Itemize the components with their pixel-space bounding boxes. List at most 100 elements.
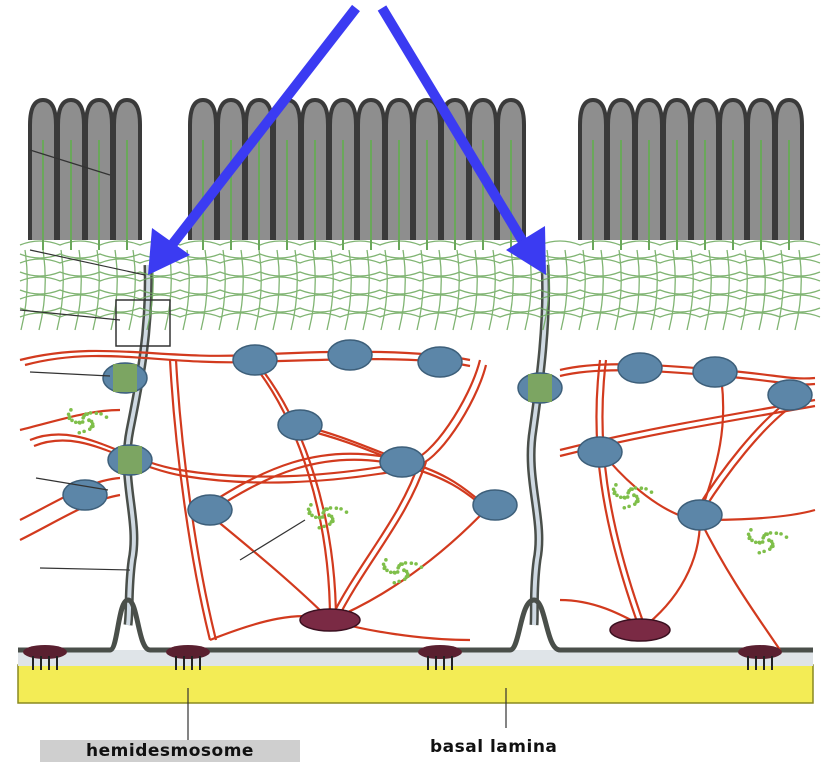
ribosome-dot bbox=[68, 415, 72, 419]
ribosome-dot bbox=[81, 420, 85, 424]
terminal-web bbox=[20, 241, 820, 330]
actin-filament bbox=[20, 290, 820, 294]
ribosome-dot bbox=[775, 531, 779, 535]
desmosome bbox=[328, 340, 372, 370]
ribosome-dot bbox=[410, 561, 414, 565]
ribosome-dot bbox=[613, 490, 617, 494]
ribosome-dot bbox=[627, 489, 631, 493]
actin-filament bbox=[345, 250, 351, 330]
ribosome-dot bbox=[770, 545, 774, 549]
ribosome-dot bbox=[392, 581, 396, 585]
hemidesmosome bbox=[738, 645, 782, 659]
ribosome-dot bbox=[767, 539, 771, 543]
plaque bbox=[610, 619, 670, 641]
actin-filament bbox=[687, 250, 693, 330]
ribosome-dot bbox=[87, 419, 91, 423]
ribosome-dot bbox=[761, 540, 765, 544]
ribosome-dot bbox=[314, 515, 318, 519]
basal-lamina-label: basal lamina bbox=[430, 736, 610, 758]
actin-filament bbox=[20, 308, 820, 312]
intermediate-filament bbox=[330, 460, 420, 620]
actin-filament bbox=[435, 250, 441, 330]
ribosome-dot bbox=[632, 494, 636, 498]
actin-filament bbox=[795, 250, 801, 330]
desmosome bbox=[278, 410, 322, 440]
ribosome-dot bbox=[619, 495, 623, 499]
ribosome-dot bbox=[82, 430, 86, 434]
intermediate-filament bbox=[30, 434, 420, 476]
ribosome-dot bbox=[414, 562, 418, 566]
ribosome-dot bbox=[644, 487, 648, 491]
hemidesmosome bbox=[418, 645, 462, 659]
ribosome-dot bbox=[420, 565, 424, 569]
plaque bbox=[300, 609, 360, 631]
desmosome bbox=[618, 353, 662, 383]
ribosome-dot bbox=[325, 507, 329, 511]
actin-filament bbox=[669, 250, 675, 330]
ribosome-dot bbox=[762, 550, 766, 554]
actin-filament bbox=[20, 295, 820, 299]
ribosome-dot bbox=[345, 510, 349, 514]
ribosome-dot bbox=[70, 419, 74, 423]
ribosome-dot bbox=[330, 520, 334, 524]
ribosome-dot bbox=[748, 535, 752, 539]
ribosome-dot bbox=[614, 483, 618, 487]
actin-filament bbox=[507, 250, 513, 330]
ribosome-dot bbox=[779, 532, 783, 536]
actin-filament bbox=[20, 277, 820, 281]
ribosome-dot bbox=[750, 539, 754, 543]
ribosome-dot bbox=[650, 490, 654, 494]
ribosome-dot bbox=[762, 534, 766, 538]
ribosome-dot bbox=[77, 421, 81, 425]
ribosome-dot bbox=[329, 506, 333, 510]
actin-filament bbox=[20, 259, 820, 263]
ribosome-dot bbox=[321, 515, 325, 519]
ribosome-dot bbox=[630, 487, 634, 491]
ribosome-dot bbox=[317, 526, 321, 530]
intermediate-filament bbox=[330, 500, 495, 620]
desmosomes bbox=[63, 340, 812, 641]
ribosome-dot bbox=[85, 412, 89, 416]
actin-filament bbox=[201, 250, 207, 330]
ribosome-dot bbox=[754, 540, 758, 544]
ribosome-dot bbox=[335, 506, 339, 510]
actin-filament bbox=[489, 250, 495, 330]
actin-filament bbox=[273, 250, 279, 330]
ribosome-dot bbox=[404, 561, 408, 565]
actin-filament bbox=[597, 250, 603, 330]
ribosome-dot bbox=[82, 414, 86, 418]
ribosome-dot bbox=[626, 495, 630, 499]
ribosome-dot bbox=[622, 496, 626, 500]
ribosome-dot bbox=[385, 569, 389, 573]
actin-filament bbox=[309, 250, 315, 330]
ribosome-dot bbox=[74, 420, 78, 424]
desmosome bbox=[578, 437, 622, 467]
ribosome-dot bbox=[95, 411, 99, 415]
ribosome-dot bbox=[90, 425, 94, 429]
ribosome-dot bbox=[402, 569, 406, 573]
actin-filament bbox=[651, 250, 657, 330]
actin-filament bbox=[399, 250, 405, 330]
hemidesmosome bbox=[166, 645, 210, 659]
desmosome-plaque bbox=[118, 446, 142, 474]
actin-filament bbox=[20, 241, 820, 245]
desmosome-plaque bbox=[113, 364, 137, 392]
actin-filament bbox=[291, 250, 297, 330]
desmosome bbox=[678, 500, 722, 530]
basal-membrane bbox=[18, 600, 813, 650]
ribosome-dot bbox=[397, 564, 401, 568]
intermediate-filament bbox=[300, 360, 480, 460]
ribosome-dot bbox=[765, 532, 769, 536]
ribosome-dot bbox=[322, 509, 326, 513]
ribosome-dot bbox=[384, 558, 388, 562]
intermediate-filament bbox=[700, 370, 723, 515]
desmosome bbox=[233, 345, 277, 375]
ribosome-dot bbox=[397, 580, 401, 584]
desmosome bbox=[188, 495, 232, 525]
actin-filament bbox=[327, 250, 333, 330]
ribosome-dot bbox=[635, 500, 639, 504]
ribosome-dot bbox=[309, 503, 313, 507]
basal-lamina-band bbox=[18, 665, 813, 703]
ribosome-dot bbox=[627, 505, 631, 509]
